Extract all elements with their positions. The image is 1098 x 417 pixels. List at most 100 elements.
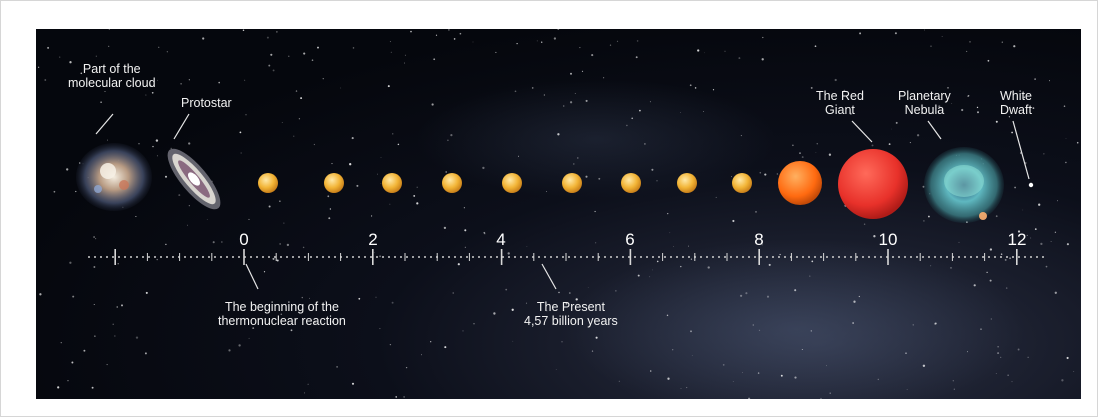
background-star [748, 397, 751, 399]
background-star [799, 152, 801, 155]
background-star [298, 118, 301, 120]
background-star [238, 344, 241, 347]
stage-label-planetary-nebula: Planetary Nebula [898, 89, 951, 117]
background-star [1061, 379, 1064, 382]
pointer-line [245, 263, 259, 290]
sun-icon [382, 173, 402, 193]
star-field [37, 29, 1079, 399]
background-star [686, 387, 688, 389]
background-star [667, 377, 670, 380]
background-star [397, 143, 400, 146]
background-star [512, 340, 514, 342]
background-star [1008, 116, 1011, 118]
background-star [218, 81, 220, 84]
axis-tick-label: 6 [625, 230, 635, 249]
background-star [72, 295, 75, 298]
background-star [574, 93, 576, 94]
background-star [811, 260, 814, 263]
background-star [57, 386, 60, 389]
background-star [694, 87, 697, 89]
sun-icon [502, 173, 522, 193]
background-star [221, 241, 223, 243]
background-star [651, 168, 654, 171]
pointer-line [95, 113, 114, 135]
background-star [276, 259, 279, 262]
background-star [595, 336, 598, 339]
background-star [1017, 348, 1020, 351]
sun-icon [442, 173, 462, 193]
sun-icon [324, 173, 344, 193]
background-star [997, 352, 1000, 355]
background-star [1043, 153, 1045, 155]
background-star [1054, 291, 1057, 294]
background-star [392, 133, 394, 135]
background-star [248, 218, 250, 220]
background-star [47, 46, 50, 49]
background-star [1065, 161, 1067, 164]
background-star [212, 241, 215, 244]
background-star [459, 32, 462, 35]
background-star [814, 45, 817, 48]
background-star [39, 293, 42, 296]
background-star [581, 70, 584, 73]
background-star [178, 194, 181, 197]
background-star [792, 144, 794, 147]
background-star [136, 80, 138, 83]
background-star [329, 208, 332, 210]
background-star [672, 349, 674, 351]
background-star [188, 205, 190, 207]
milky-way-glow [566, 239, 1026, 399]
background-star [557, 29, 560, 30]
background-star [757, 372, 760, 374]
background-star [371, 215, 373, 217]
sun-icon [677, 173, 697, 193]
background-star [715, 196, 717, 198]
background-star [649, 370, 652, 372]
background-star [577, 157, 579, 159]
background-star [766, 295, 770, 298]
background-star [1027, 356, 1029, 358]
background-star [815, 152, 817, 154]
background-star [969, 41, 971, 43]
background-star [379, 328, 381, 330]
scene-graphics [37, 29, 1079, 399]
background-star [739, 294, 743, 297]
background-star [794, 289, 797, 292]
axis-tick-label: 8 [754, 230, 764, 249]
background-star [450, 134, 453, 137]
background-star [514, 90, 517, 93]
background-star [1014, 186, 1017, 189]
background-star [995, 373, 997, 374]
background-star [977, 111, 979, 114]
background-star [712, 89, 715, 91]
background-star [704, 52, 705, 54]
background-star [314, 321, 317, 324]
stage-label-molecular-cloud: Part of the molecular cloud [68, 62, 156, 90]
background-star [639, 109, 641, 112]
background-star [738, 57, 741, 60]
background-star [242, 29, 245, 31]
background-star [1011, 381, 1013, 383]
background-star [121, 304, 123, 307]
background-star [286, 243, 290, 247]
background-star [826, 365, 827, 367]
background-star [603, 77, 605, 79]
background-star [352, 47, 355, 49]
background-star [151, 91, 154, 94]
background-star [1054, 231, 1057, 233]
background-star [317, 46, 319, 49]
background-star [707, 266, 710, 269]
background-star [391, 301, 394, 304]
background-star [83, 349, 86, 352]
background-star [300, 97, 303, 100]
background-star [930, 45, 932, 47]
background-star [755, 211, 757, 213]
background-star [703, 111, 704, 112]
background-star [829, 392, 831, 394]
background-star [688, 245, 689, 247]
background-star [761, 244, 763, 246]
background-star [157, 79, 158, 81]
background-star [302, 246, 305, 249]
background-star [301, 296, 303, 299]
background-star [742, 372, 743, 373]
